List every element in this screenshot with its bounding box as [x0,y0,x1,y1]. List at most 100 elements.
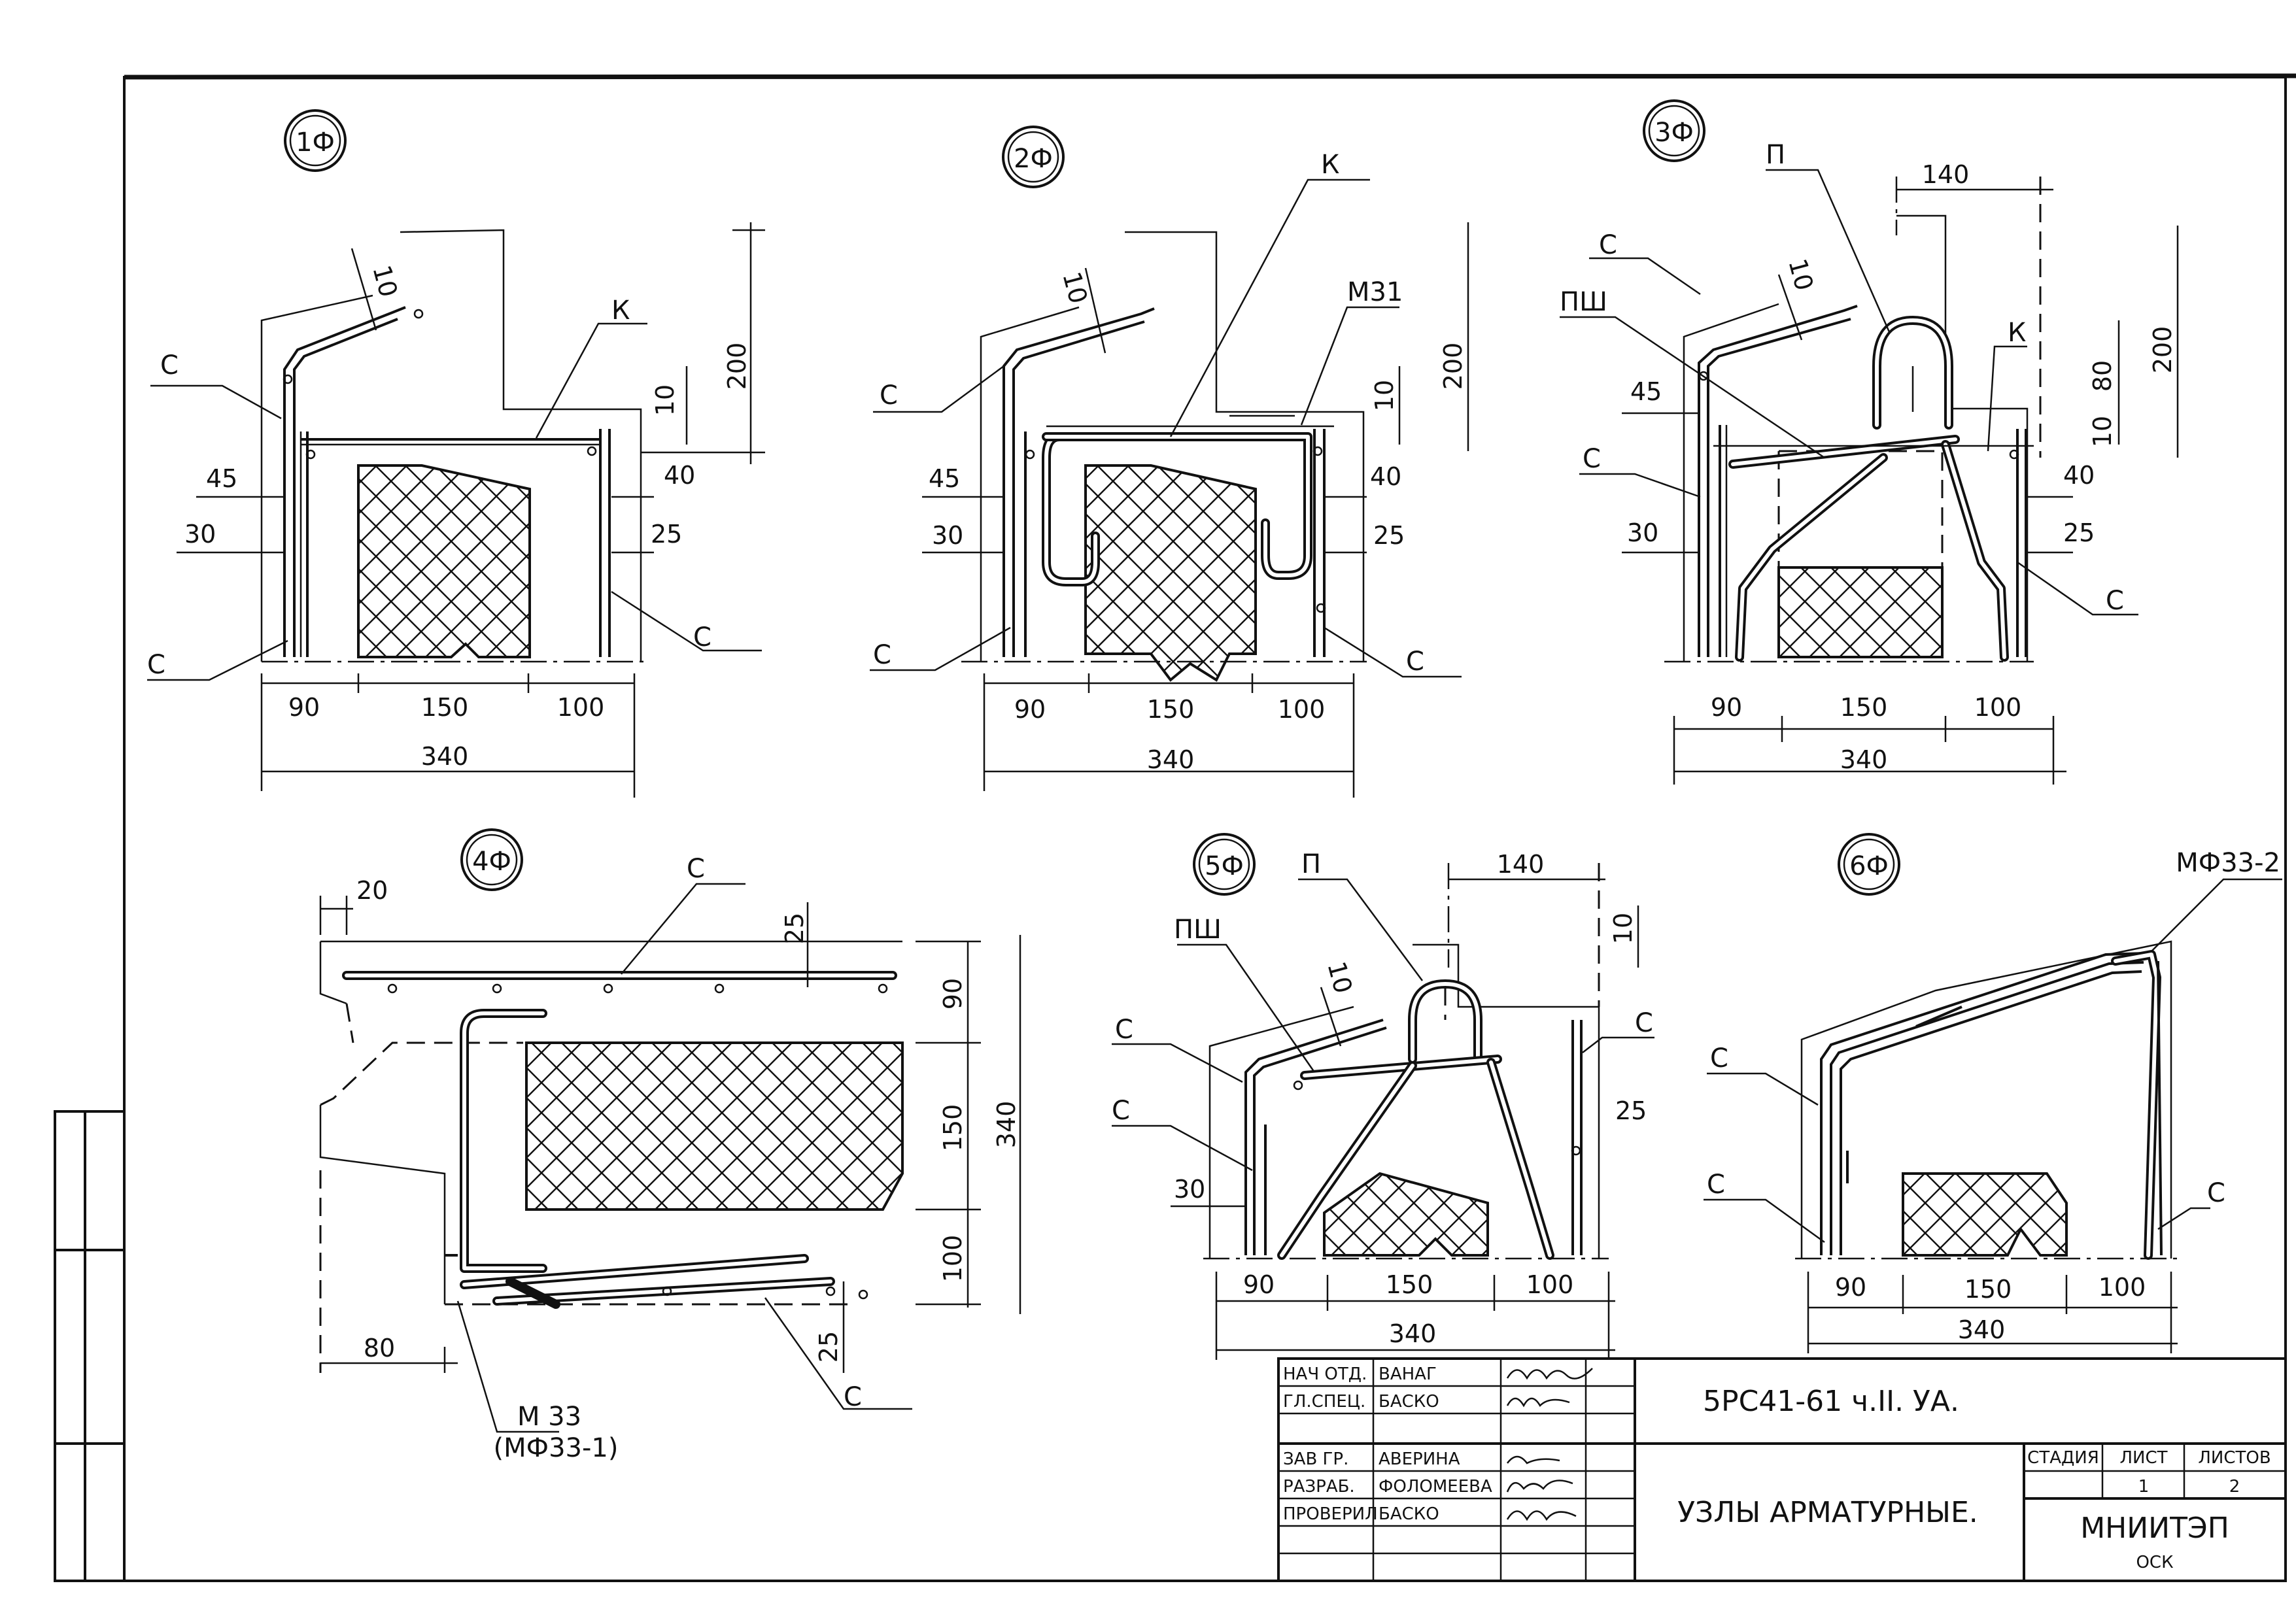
node-6f-d150: 150 [1964,1275,2012,1304]
node-2f-leader-c-top: С [880,381,898,411]
node-1f: 1Ф 10 90 150 100 340 [147,109,765,798]
node-1f-total: 340 [421,742,469,771]
node-3f-v80: 80 [2088,360,2117,392]
node-3f-leader-c-mid: С [1583,444,1601,474]
node-4f-total: 340 [992,1101,1021,1149]
tb-sheet: 1 [2138,1477,2150,1497]
node-3f-d90: 90 [1711,693,1742,722]
tb-org-sub: ОСК [2136,1553,2173,1572]
node-5f-slope: 10 [1322,958,1358,996]
tb-name-5: БАСКО [1379,1504,1439,1524]
node-3f-leader-p: П [1766,140,1785,170]
node-1f-v30: 30 [184,520,216,549]
node-5f-total: 340 [1389,1319,1437,1348]
node-4f-leader-c-top: С [687,854,705,884]
tb-role-4: РАЗРАБ. [1283,1477,1355,1497]
node-1f-v10: 10 [651,384,679,416]
node-3f-slope: 10 [1783,256,1819,294]
node-4f-v25a: 25 [780,913,809,944]
node-2f-v45: 45 [929,464,960,493]
node-5f-leader-psh: ПШ [1174,915,1222,945]
node-6f-marker: 6Ф [1838,833,1900,896]
node-5f-w140: 140 [1497,850,1545,879]
node-4f-marker: 4Ф [460,828,523,891]
node-4f-d20: 20 [356,876,388,905]
tb-name-4: ФОЛОМЕЕВА [1379,1477,1492,1497]
node-4f-d80: 80 [364,1334,395,1362]
node-3f-insulation [1777,566,1944,658]
node-5f: 5Ф 10 90 150 100 340 140 [1112,833,1654,1360]
tb-sheets: 2 [2229,1477,2240,1497]
node-1f-slope: 10 [367,262,403,300]
node-1f-leader-c-right: С [693,622,711,652]
tb-col-sheets: ЛИСТОВ [2198,1448,2270,1468]
node-2f-total: 340 [1147,745,1195,774]
node-1f-leader-c-top: С [160,350,179,381]
node-3f-total: 340 [1840,745,1888,774]
node-4f-v150: 150 [938,1104,967,1152]
node-6f-leader-mf33-2: МФ33-2 [2176,848,2280,878]
node-6f-leader-c-top: С [1710,1043,1728,1074]
node-2f-leader-c-bottom: С [873,640,891,670]
node-4f-insulation [525,1041,904,1211]
node-4f-leader-mf33: (МФ33-1) [494,1433,619,1463]
node-3f-v10: 10 [2088,416,2117,447]
signatures [1506,1368,1593,1521]
node-5f-d100: 100 [1526,1270,1574,1299]
node-3f-leader-k: К [2008,318,2026,348]
node-1f-label: 1Ф [296,127,335,158]
node-2f-leader-c-right: С [1406,647,1424,677]
node-2f-insulation [1084,464,1257,682]
node-6f-leader-c-right: С [2207,1178,2225,1208]
node-3f-marker: 3Ф [1643,99,1705,162]
node-5f-d150: 150 [1386,1270,1433,1299]
node-3f-leader-psh: ПШ [1560,287,1607,317]
node-6f-d100: 100 [2099,1273,2146,1302]
node-2f-d150: 150 [1147,695,1195,724]
tb-col-sheet: ЛИСТ [2119,1448,2167,1468]
node-6f-leader-c-bottom: С [1707,1170,1725,1200]
node-5f-leader-p: П [1301,849,1321,879]
node-1f-insulation [357,464,531,658]
node-2f: 2Ф 10 90 150 100 340 200 10 40 25 [870,126,1469,798]
node-4f: 4Ф 20 80 25 25 [319,828,1021,1463]
node-1f-v40: 40 [664,461,695,490]
node-1f-d100: 100 [557,693,605,722]
node-5f-leader-c-top: С [1115,1015,1133,1045]
node-1f-d90: 90 [288,693,320,722]
node-2f-v40: 40 [1370,462,1401,491]
title-block: НАЧ ОТД. ВАНАГ ГЛ.СПЕЦ. БАСКО ЗАВ ГР. АВ… [1277,1357,2287,1582]
node-6f-label: 6Ф [1849,851,1889,881]
node-2f-v30: 30 [932,521,963,550]
node-3f-label: 3Ф [1654,118,1694,148]
node-4f-v90: 90 [938,978,967,1009]
tb-col-stage: СТАДИЯ [2027,1448,2099,1468]
node-2f-label: 2Ф [1014,144,1053,174]
node-5f-leader-c-right: С [1635,1008,1653,1038]
node-6f-insulation [1902,1172,2068,1257]
node-3f-v40: 40 [2063,461,2095,490]
tb-name-2: БАСКО [1379,1392,1439,1412]
node-5f-label: 5Ф [1205,851,1244,881]
tb-name-3: АВЕРИНА [1379,1449,1460,1469]
node-2f-d100: 100 [1278,695,1326,724]
node-4f-leader-m33: М 33 [517,1402,581,1432]
node-1f-h200: 200 [723,343,751,390]
node-3f: 3Ф 10 90 150 100 340 [1560,99,2179,785]
node-2f-v25: 25 [1373,521,1405,550]
node-4f-leader-c-bottom: С [844,1382,862,1412]
tb-org: МНИИТЭП [2080,1512,2229,1545]
node-4f-v100: 100 [938,1235,967,1283]
node-2f-leader-k: К [1321,150,1339,180]
node-2f-v10: 10 [1370,380,1399,411]
node-3f-w140: 140 [1922,160,1970,189]
node-5f-leader-c-mid: С [1112,1096,1130,1126]
node-5f-insulation [1323,1172,1489,1257]
node-3f-leader-c-top: С [1599,230,1617,260]
tb-name-1: ВАНАГ [1379,1364,1437,1384]
node-5f-v10: 10 [1609,913,1637,944]
tb-role-2: ГЛ.СПЕЦ. [1283,1392,1365,1412]
tb-doc-code: 5РС41-61 ч.II. УА. [1703,1385,1959,1418]
node-1f-d150: 150 [421,693,469,722]
